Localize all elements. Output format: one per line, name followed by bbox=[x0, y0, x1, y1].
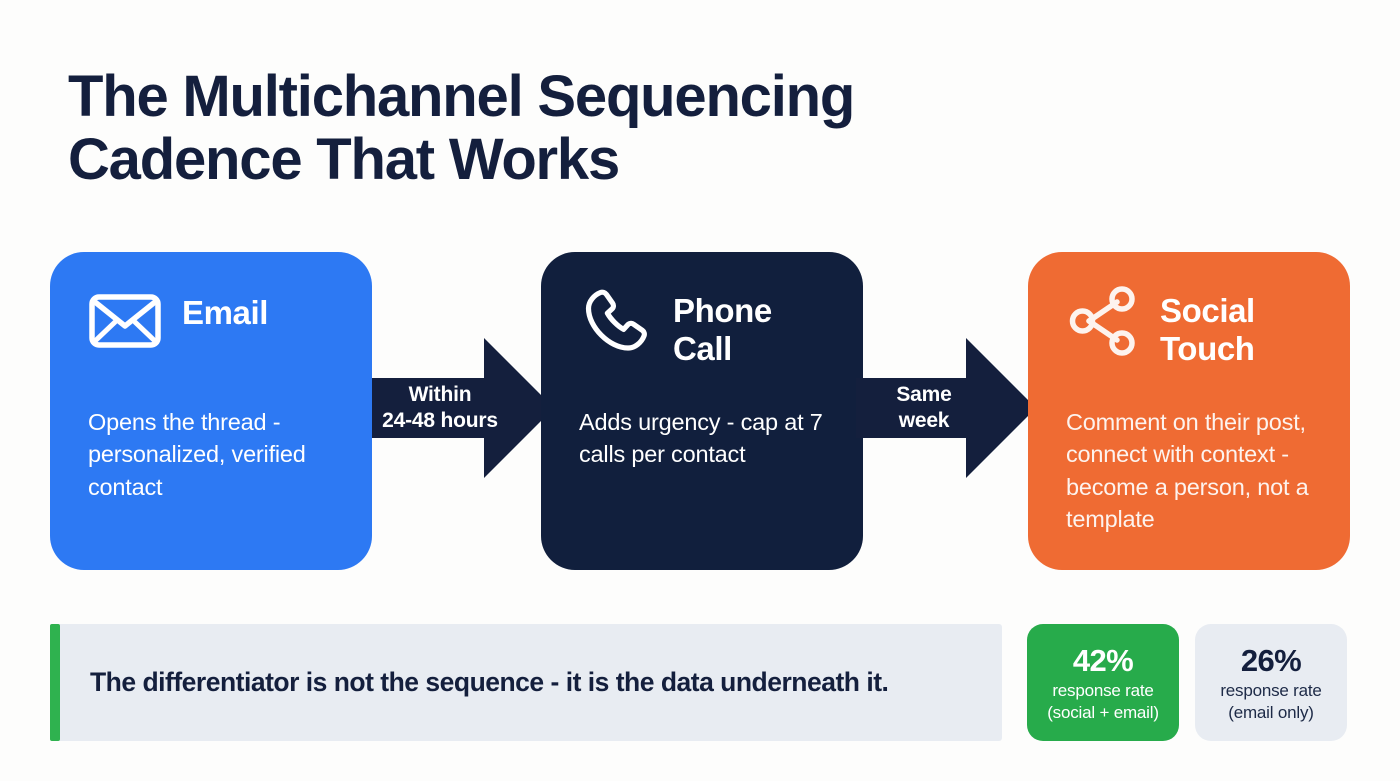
key-takeaway-banner: The differentiator is not the sequence -… bbox=[50, 624, 1002, 741]
phone-icon bbox=[579, 289, 653, 352]
step-card-title: Email bbox=[182, 294, 269, 331]
step-card-header: Social Touch bbox=[1066, 286, 1318, 382]
page-title: The Multichannel Sequencing Cadence That… bbox=[68, 64, 855, 192]
connector-arrow-email-to-phone: Within 24-48 hours bbox=[372, 332, 554, 484]
step-card-header: Phone Call bbox=[579, 289, 831, 382]
banner-accent-bar bbox=[50, 624, 60, 741]
step-card-title: Social Touch bbox=[1160, 292, 1255, 368]
step-card-header: Email bbox=[88, 290, 340, 382]
connector-label: Same week bbox=[896, 383, 952, 432]
step-card-email: Email Opens the thread - personalized, v… bbox=[50, 252, 372, 570]
stat-box-social-plus-email: 42% response rate (social + email) bbox=[1027, 624, 1179, 741]
step-card-body: Comment on their post, connect with cont… bbox=[1066, 409, 1309, 533]
step-card-phone: Phone Call Adds urgency - cap at 7 calls… bbox=[541, 252, 863, 570]
step-card-title: Phone Call bbox=[673, 292, 772, 368]
step-card-body: Adds urgency - cap at 7 calls per contac… bbox=[579, 409, 823, 468]
stat-caption: response rate (email only) bbox=[1220, 680, 1322, 722]
envelope-icon bbox=[88, 290, 162, 352]
stat-caption: response rate (social + email) bbox=[1047, 680, 1159, 722]
banner-text: The differentiator is not the sequence -… bbox=[90, 667, 889, 697]
connector-label: Within 24-48 hours bbox=[382, 383, 498, 432]
step-card-social: Social Touch Comment on their post, conn… bbox=[1028, 252, 1350, 570]
share-network-icon bbox=[1066, 286, 1140, 356]
stat-value: 42% bbox=[1072, 642, 1134, 678]
stat-box-email-only: 26% response rate (email only) bbox=[1195, 624, 1347, 741]
step-card-body: Opens the thread - personalized, verifie… bbox=[88, 409, 306, 500]
stat-value: 26% bbox=[1240, 642, 1302, 678]
connector-arrow-phone-to-social: Same week bbox=[856, 332, 1036, 484]
